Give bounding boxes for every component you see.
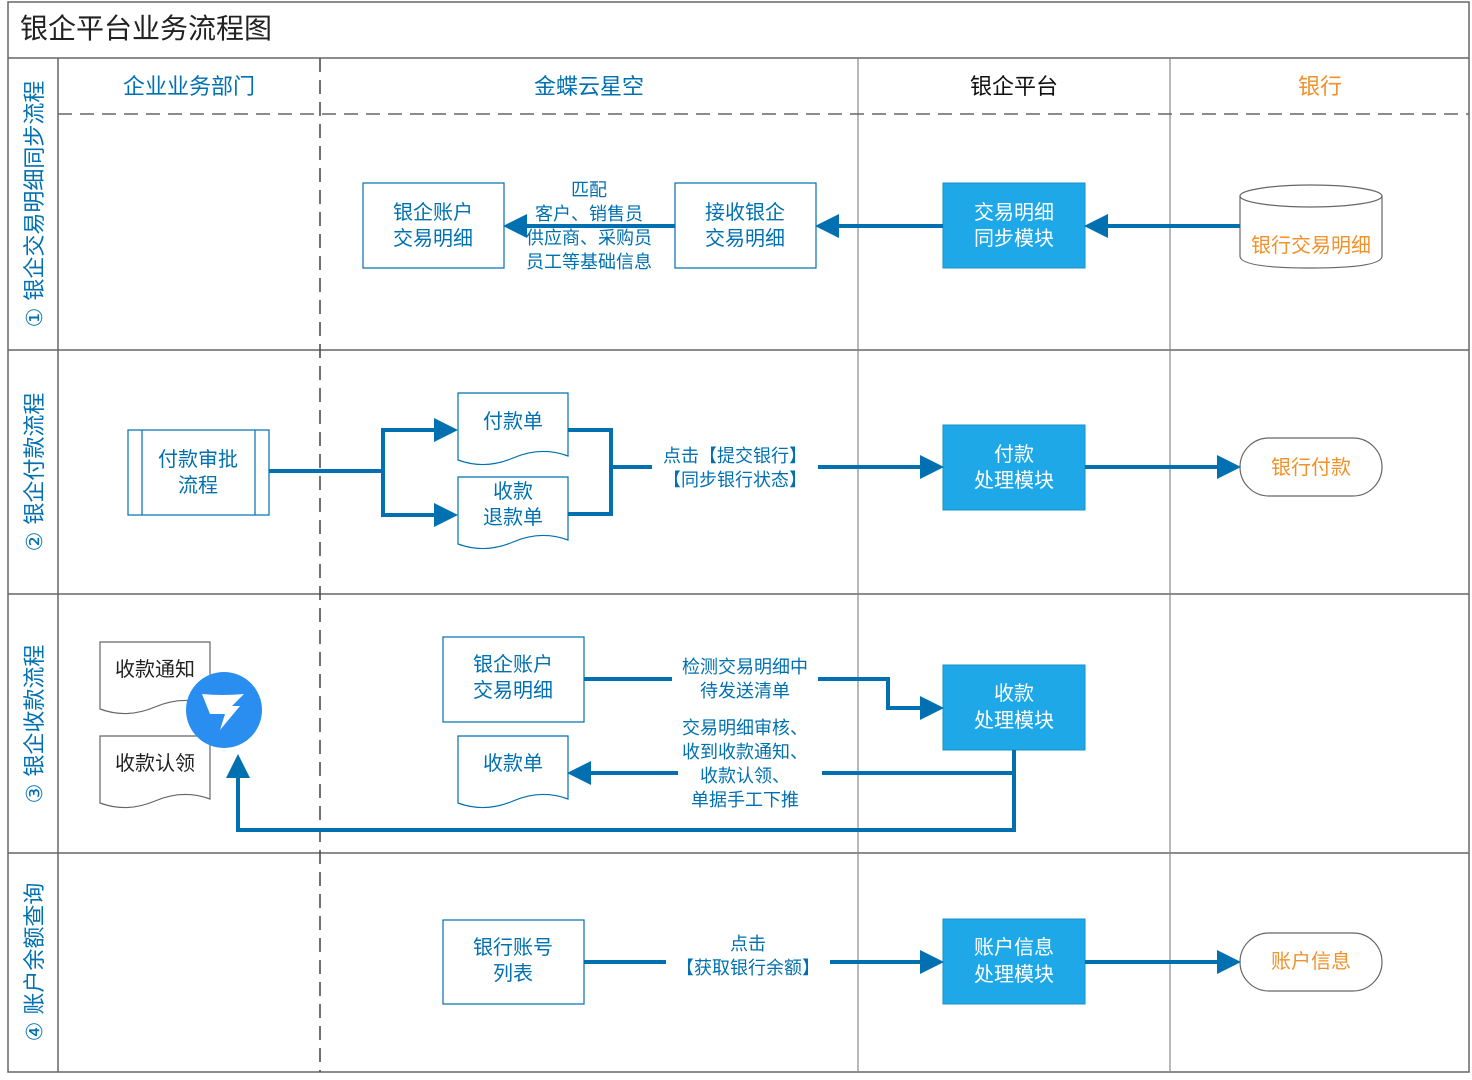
account-detail-box-1: 银企账户 交易明细 bbox=[362, 182, 505, 269]
receipt-doc-label: 收款单 bbox=[483, 751, 543, 775]
bank-payment-terminator: 银行付款 bbox=[1239, 437, 1383, 497]
account-detail-1-line1: 银企账户 bbox=[393, 200, 473, 224]
bank-payment-label: 银行付款 bbox=[1271, 455, 1351, 479]
payment-module-line1: 付款 bbox=[994, 442, 1034, 466]
receive-transaction-box: 接收银企 交易明细 bbox=[674, 182, 817, 269]
arrow-to-dingtalk bbox=[226, 750, 1016, 832]
refund-doc-line1: 收款 bbox=[493, 479, 533, 503]
fetch-label-line2: 【获取银行余额】 bbox=[676, 958, 820, 979]
column-header-kingdee: 金蝶云星空 bbox=[534, 75, 644, 100]
account-info-terminator: 账户信息 bbox=[1239, 932, 1383, 992]
connector-documents-merge bbox=[568, 428, 613, 516]
account-detail-2-line1: 银企账户 bbox=[473, 652, 553, 676]
account-list-box: 银行账号 列表 bbox=[442, 919, 585, 1005]
submit-bank-label-line1: 点击【提交银行】 bbox=[663, 446, 807, 467]
arrow-approval-to-payment bbox=[269, 418, 458, 473]
detect-label-line2: 待发送清单 bbox=[700, 681, 790, 702]
payment-document: 付款单 bbox=[457, 392, 569, 466]
receive-box-line1: 接收银企 bbox=[705, 200, 785, 224]
lane-label-4: ④ 账户余额查询 bbox=[23, 883, 48, 1042]
refund-document: 收款 退款单 bbox=[457, 476, 569, 550]
sync-module-line1: 交易明细 bbox=[974, 200, 1054, 224]
outer-frame bbox=[7, 1, 1470, 1073]
lane-label-2: ② 银企付款流程 bbox=[23, 393, 48, 552]
column-header-bank: 银行 bbox=[1298, 75, 1342, 100]
column-header-platform: 银企平台 bbox=[970, 75, 1058, 100]
review-label-line1: 交易明细审核、 bbox=[682, 718, 808, 739]
receipt-module-line1: 收款 bbox=[994, 681, 1034, 705]
account-detail-1-line2: 交易明细 bbox=[393, 226, 473, 250]
match-label-line3: 供应商、采购员 bbox=[526, 228, 652, 249]
review-label-line4: 单据手工下推 bbox=[691, 790, 799, 811]
match-label-line1: 匹配 bbox=[571, 180, 607, 201]
payment-doc-label: 付款单 bbox=[483, 409, 543, 433]
fetch-label-line1: 点击 bbox=[730, 934, 766, 955]
review-label-line3: 收款认领、 bbox=[700, 766, 790, 787]
account-list-line2: 列表 bbox=[493, 961, 533, 985]
payment-module-line2: 处理模块 bbox=[974, 468, 1054, 492]
account-list-line1: 银行账号 bbox=[473, 935, 553, 959]
receipt-document: 收款单 bbox=[457, 735, 569, 809]
dingtalk-icon bbox=[186, 672, 262, 748]
account-info-module-line1: 账户信息 bbox=[974, 935, 1054, 959]
sync-module: 交易明细 同步模块 bbox=[942, 182, 1086, 269]
approval-line1: 付款审批 bbox=[158, 447, 238, 471]
receipt-claim-label: 收款认领 bbox=[115, 751, 195, 775]
receipt-claim-document: 收款认领 bbox=[99, 735, 211, 809]
payment-approval-process: 付款审批 流程 bbox=[127, 429, 270, 516]
receipt-module: 收款 处理模块 bbox=[942, 664, 1086, 751]
receipt-module-line2: 处理模块 bbox=[974, 708, 1054, 732]
arrow-to-receipt-module bbox=[818, 677, 944, 720]
approval-line2: 流程 bbox=[178, 473, 218, 497]
arrow-approval-to-refund bbox=[381, 471, 458, 527]
bank-transaction-db: 银行交易明细 bbox=[1239, 184, 1383, 269]
receipt-notice-document: 收款通知 bbox=[99, 641, 211, 715]
account-detail-2-line2: 交易明细 bbox=[473, 678, 553, 702]
account-info-module: 账户信息 处理模块 bbox=[942, 918, 1086, 1005]
refund-doc-line2: 退款单 bbox=[483, 505, 543, 529]
payment-module: 付款 处理模块 bbox=[942, 424, 1086, 511]
receipt-notice-label: 收款通知 bbox=[115, 657, 195, 681]
bank-db-label: 银行交易明细 bbox=[1251, 233, 1371, 257]
detect-label-line1: 检测交易明细中 bbox=[682, 657, 808, 678]
receive-box-line2: 交易明细 bbox=[705, 226, 785, 250]
lane-label-3: ③ 银企收款流程 bbox=[23, 645, 48, 804]
column-header-enterprise: 企业业务部门 bbox=[123, 75, 255, 100]
diagram-title: 银企平台业务流程图 bbox=[20, 12, 272, 45]
account-info-module-line2: 处理模块 bbox=[974, 962, 1054, 986]
submit-bank-label-line2: 【同步银行状态】 bbox=[663, 470, 807, 491]
match-label-line2: 客户、销售员 bbox=[535, 204, 643, 225]
match-label-line4: 员工等基础信息 bbox=[526, 252, 652, 273]
sync-module-line2: 同步模块 bbox=[974, 226, 1054, 250]
review-label-line2: 收到收款通知、 bbox=[682, 742, 808, 763]
account-detail-box-2: 银企账户 交易明细 bbox=[442, 636, 585, 723]
account-info-label: 账户信息 bbox=[1271, 949, 1351, 973]
lane-label-1: ① 银企交易明细同步流程 bbox=[23, 81, 48, 328]
